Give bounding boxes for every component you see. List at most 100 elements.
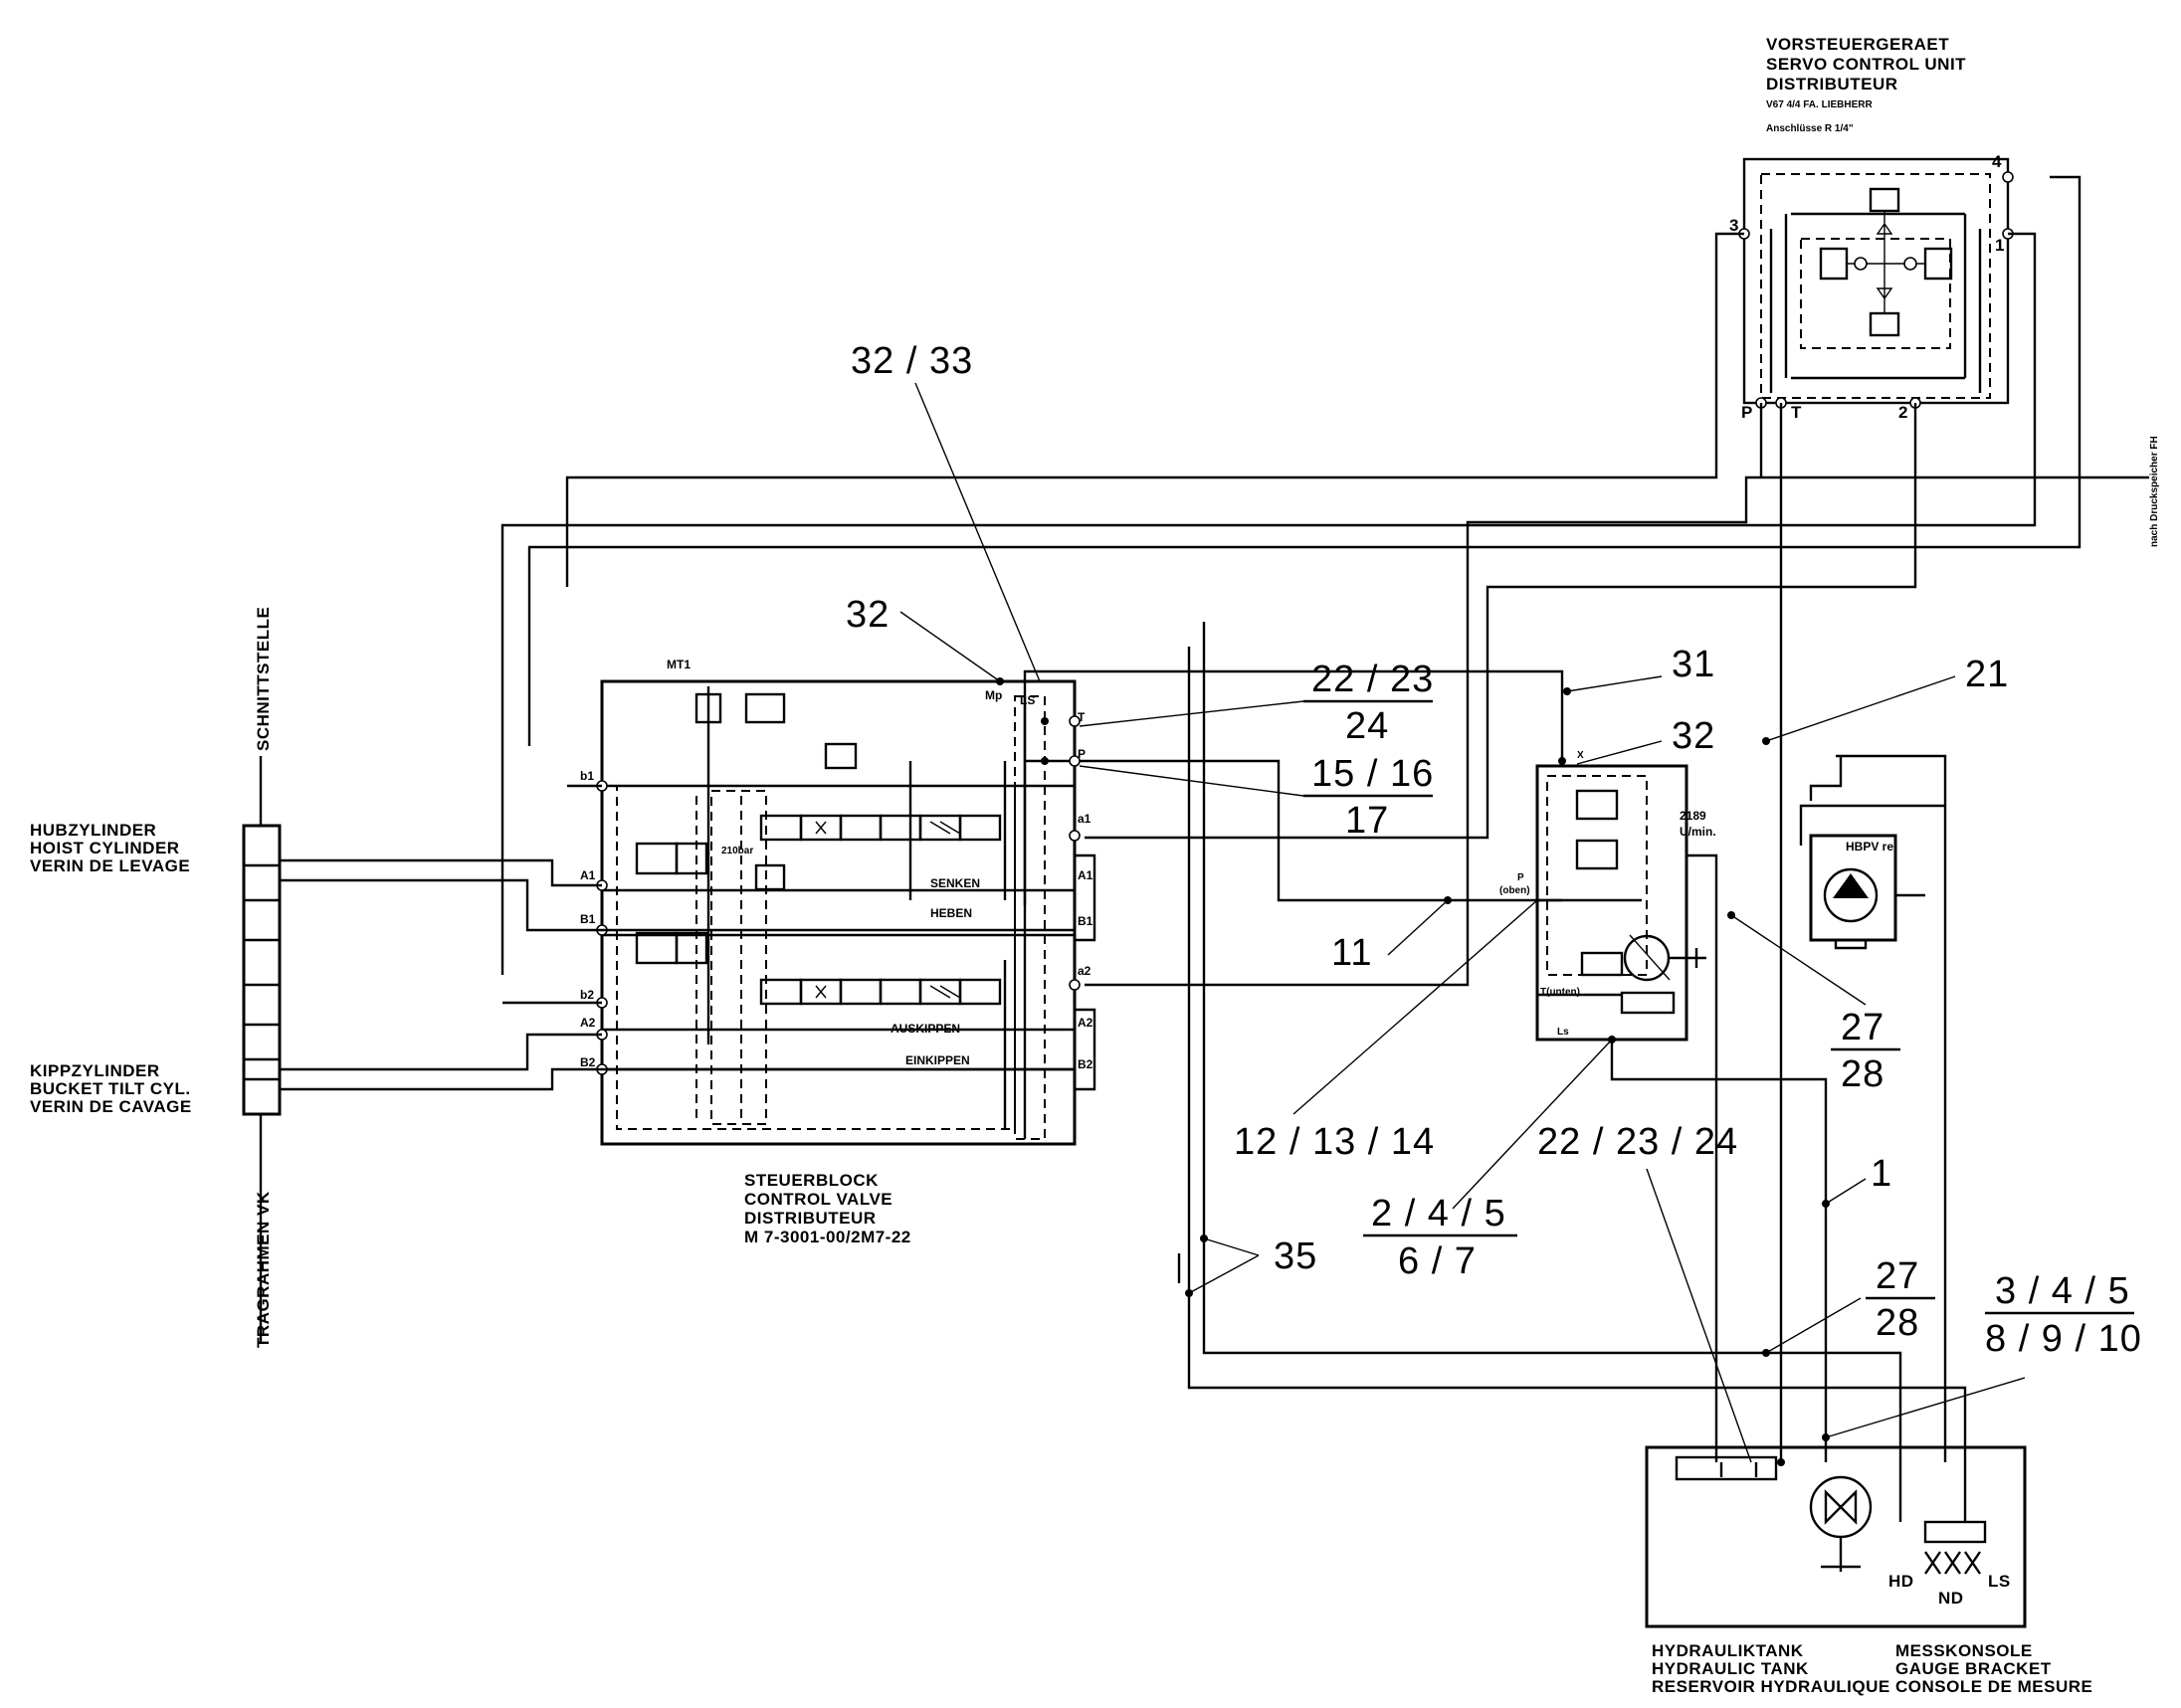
interface-bottom-label: TRAGRAHMEN VK (254, 1191, 273, 1348)
valve-mt1: MT1 (667, 658, 691, 671)
servo-dashed-frame (1760, 173, 1991, 399)
valve-port-rB2: B2 (1078, 1057, 1093, 1071)
callout-32b: 32 (1672, 715, 1715, 757)
hydraulic-pump: 2189 U/min. P (oben) T(unten) X Ls (1499, 750, 1716, 1042)
callout-32a: 32 (846, 594, 890, 636)
gauge-ls: LS (1988, 1572, 2011, 1591)
tilt-label-en: BUCKET TILT CYL. (30, 1079, 191, 1098)
t-line (1023, 669, 1564, 905)
valve-port-b2-upper: B2 (580, 1055, 596, 1069)
servo-valve-right (1923, 247, 1953, 281)
servo-title-de: VORSTEUERGERAET (1766, 35, 1949, 54)
accumulator-line (1085, 475, 2149, 987)
valve-port-ra1: a1 (1078, 812, 1091, 826)
servo-control-unit: VORSTEUERGERAET SERVO CONTROL UNIT DISTR… (1729, 35, 2014, 422)
valve-p: P (1078, 747, 1086, 761)
valve-senken: SENKEN (930, 876, 980, 890)
valve-einkippen: EINKIPPEN (905, 1053, 970, 1067)
valve-title-en: CONTROL VALVE (744, 1190, 892, 1209)
tank-label-de: HYDRAULIKTANK (1652, 1641, 1804, 1660)
hydraulic-tank: HYDRAULIKTANK HYDRAULIC TANK RESERVOIR H… (1645, 1445, 2027, 1696)
gauge-nd: ND (1938, 1589, 1964, 1608)
pilot-line-4 (527, 175, 2082, 746)
gauge-lines (1177, 622, 1967, 1522)
hoist-label-de: HUBZYLINDER (30, 821, 156, 840)
pump-speed: 2189 (1680, 809, 1706, 823)
valve-port-rA1: A1 (1078, 868, 1093, 882)
tank-label-fr: RESERVOIR HYDRAULIQUE (1652, 1677, 1890, 1696)
valve-port-ra2: a2 (1078, 964, 1091, 978)
callout-345-num: 3 / 4 / 5 (1995, 1270, 2130, 1312)
pump-p-top: P (1517, 872, 1524, 883)
p-line (1025, 759, 1562, 902)
servo-port-3: 3 (1729, 216, 1739, 235)
pump-x: X (1577, 750, 1584, 761)
callout-35: 35 (1274, 1235, 1317, 1277)
callout-27-28b-den: 28 (1876, 1302, 1919, 1344)
gauge-bracket: HD ND LS MESSKONSOLE GAUGE BRACKET CONSO… (1888, 1520, 2092, 1696)
tank-label-en: HYDRAULIC TANK (1652, 1659, 1809, 1678)
valve-t: T (1078, 710, 1086, 724)
interface-connector: SCHNITTSTELLE TRAGRAHMEN VK (242, 607, 282, 1348)
pump-t-bottom: T(unten) (1540, 987, 1580, 998)
callout-21: 21 (1965, 654, 2009, 695)
hoist-label-fr: VERIN DE LEVAGE (30, 856, 190, 875)
gauge-label-de: MESSKONSOLE (1895, 1641, 2033, 1660)
pilot-line-1 (500, 232, 2037, 975)
valve-port-b2: b2 (580, 988, 594, 1002)
callout-11: 11 (1331, 932, 1372, 974)
side-note: nach Druckspeicher FH (2149, 436, 2160, 547)
gauge-label-fr: CONSOLE DE MESURE (1895, 1677, 2092, 1696)
connector-block (242, 824, 282, 1116)
valve-title-de: STEUERBLOCK (744, 1171, 879, 1190)
callout-2457-den: 6 / 7 (1398, 1240, 1477, 1282)
callout-345-den: 8 / 9 / 10 (1985, 1318, 2142, 1360)
gauge-hd: HD (1888, 1572, 1914, 1591)
pilot-line-3 (565, 232, 1744, 587)
servo-title-fr: DISTRIBUTEUR (1766, 75, 1898, 94)
valve-port-b1: b1 (580, 769, 594, 783)
valve-bar-note: 210bar (721, 846, 753, 856)
tilt-label-de: KIPPZYLINDER (30, 1061, 160, 1080)
tank-frame (1645, 1445, 2027, 1628)
valve-port-a1: A1 (580, 868, 596, 882)
servo-port-t: T (1791, 403, 1802, 422)
callout-31: 31 (1672, 644, 1715, 685)
callout-15-16-den: 17 (1345, 800, 1389, 842)
callout-27-28a-num: 27 (1841, 1007, 1884, 1048)
brake-valve-frame (1809, 834, 1897, 942)
servo-port-2: 2 (1898, 403, 1908, 422)
servo-outer-frame (1742, 157, 2010, 405)
callout-12-13-14: 12 / 13 / 14 (1234, 1121, 1435, 1163)
callout-1: 1 (1871, 1153, 1892, 1195)
callout-22-23-24b: 22 / 23 / 24 (1537, 1121, 1738, 1163)
pilot-lines (500, 175, 2149, 1462)
gauge-label-en: GAUGE BRACKET (1895, 1659, 2052, 1678)
servo-port-1: 1 (1995, 236, 2005, 255)
pump-speed-unit: U/min. (1680, 825, 1716, 839)
valve-auskippen: AUSKIPPEN (891, 1022, 960, 1036)
interface-top-label: SCHNITTSTELLE (254, 607, 273, 751)
servo-ports-note: Anschlüsse R 1/4" (1766, 123, 1854, 134)
valve-mp: Mp (985, 688, 1002, 702)
control-valve-frame (600, 679, 1077, 1146)
valve-port-rA2: A2 (1078, 1016, 1093, 1030)
valve-port-a2: A2 (580, 1016, 596, 1030)
servo-port-4: 4 (1992, 152, 2002, 171)
callout-27-28b-num: 27 (1876, 1255, 1919, 1297)
brake-valve: HBPV re. (1799, 754, 1947, 1462)
callouts: 32 / 33 32 31 32 22 / 23 24 15 / 16 17 2… (846, 340, 2142, 1463)
servo-title-en: SERVO CONTROL UNIT (1766, 55, 1966, 74)
callout-22-23-den: 24 (1345, 705, 1389, 747)
valve-ls: LS (1020, 693, 1035, 707)
junction-dots (1041, 717, 1785, 1466)
servo-valve-bottom (1869, 311, 1900, 337)
valve-port-rB1: B1 (1078, 914, 1093, 928)
pilot-line-2 (1085, 403, 1917, 840)
control-valve-block: MT1 Mp LS T P b1 A1 B1 b2 A2 B2 a1 A1 B1… (580, 658, 1093, 1246)
callout-27-28a-den: 28 (1841, 1053, 1884, 1095)
pump-p-top-note: (oben) (1499, 885, 1530, 896)
hoist-label-en: HOIST CYLINDER (30, 839, 180, 857)
